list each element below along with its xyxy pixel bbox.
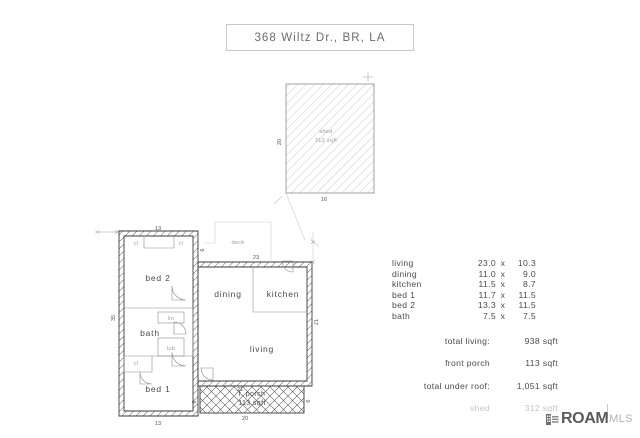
right-height-dim: 21 (314, 319, 320, 325)
left-height-dim: 35 (111, 315, 117, 321)
porch-top-dim: 21 (237, 387, 243, 393)
summary-value: 938 sqft (524, 335, 558, 346)
shed-area-label: 312 sqft (315, 138, 337, 144)
table-row: kitchen 11.5 x 8.7 (392, 279, 562, 290)
shed-width-dim: 16 (321, 197, 327, 203)
door-swings (139, 260, 294, 385)
table-row: bath 7.5 x 7.5 (392, 311, 562, 322)
room-x-separator: x (500, 289, 506, 300)
room-dimensions-panel: living 23.0 x 10.3 dining 11.0 x 9.0 kit… (392, 258, 562, 414)
room-x-separator: x (500, 300, 506, 311)
plan-title-box: 368 Wiltz Dr., BR, LA (226, 24, 414, 51)
summary-value: 113 sqft (525, 358, 558, 369)
porch-label: f. porch (239, 391, 266, 398)
porch-left-dim: 6 (192, 400, 198, 403)
spacer (392, 391, 562, 403)
summary-label: shed (469, 403, 490, 414)
room-name: bed 1 (392, 289, 416, 300)
fixture-label-closet-1: cl (134, 241, 139, 247)
summary-value: 312 sqft (524, 403, 558, 414)
shed-height-dim: 20 (277, 139, 283, 145)
summary-row-total-under-roof: total under roof: 1,051 sqft (392, 381, 562, 392)
summary-row-front-porch: front porch 113 sqft (392, 358, 562, 369)
room-width: 11.7 (478, 289, 496, 300)
room-height: 8.7 (523, 279, 536, 290)
room-height: 11.5 (518, 289, 536, 300)
room-width: 23.0 (477, 258, 496, 268)
porch-area-label: 113 sqft (238, 400, 266, 407)
room-width: 11.5 (478, 279, 496, 290)
room-x-separator: x (500, 310, 506, 321)
room-height: 10.3 (517, 258, 536, 268)
shed-outline: 20 16 shed 312 sqft (273, 72, 375, 205)
house-left-wing (118, 230, 199, 417)
table-row: living 23.0 x 10.3 (392, 258, 562, 269)
summary-label: front porch (445, 358, 490, 369)
page-title: 368 Wiltz Dr., BR, LA (254, 31, 386, 44)
room-name: living (392, 258, 414, 268)
spacer (392, 322, 562, 336)
summary-label: total living: (444, 335, 490, 346)
room-label-bed-2: bed 2 (145, 273, 170, 283)
grid-building-icon (546, 413, 559, 425)
room-width: 13.3 (477, 300, 496, 311)
fixture-label-closet-3: cl (134, 361, 139, 367)
room-x-separator: x (500, 258, 506, 268)
deck-dim: 23 (253, 255, 259, 261)
deck-outline: deck 23 (205, 221, 272, 262)
room-name: kitchen (392, 279, 422, 290)
room-height: 9.0 (523, 268, 536, 279)
logo-divider (607, 404, 608, 418)
room-width: 7.5 (483, 310, 496, 321)
dimension-lines: 13 13 35 21 6 (94, 226, 320, 427)
summary-row-shed: shed 312 sqft (392, 403, 562, 414)
bed2-top-dim: 13 (155, 226, 161, 232)
bed1-bottom-dim: 13 (155, 421, 161, 427)
room-label-bed-1: bed 1 (145, 384, 170, 394)
fixture-label-linen: lin (168, 316, 175, 322)
table-row: bed 1 11.7 x 11.5 (392, 290, 562, 301)
logo-primary-text: ROAM (561, 410, 609, 427)
room-label-living: living (250, 344, 274, 354)
summary-value: 1,051 sqft (516, 380, 558, 391)
porch-width-dim: 20 (242, 416, 248, 422)
front-porch: f. porch 113 sqft 21 20 6 6 (192, 385, 312, 422)
room-x-separator: x (500, 268, 506, 279)
room-label-dining: dining (214, 289, 242, 299)
room-x-separator: x (500, 279, 506, 290)
porch-side-dim: 6 (306, 399, 312, 402)
room-height: 7.5 (523, 310, 536, 321)
logo-secondary-text: MLS (609, 413, 633, 425)
room-width: 11.0 (478, 268, 496, 279)
summary-label: total under roof: (423, 380, 490, 391)
fixture-label-closet-2: cl (179, 241, 184, 247)
room-label-kitchen: kitchen (267, 289, 300, 299)
deck-side-dim: 6 (200, 248, 206, 251)
room-name: bath (392, 310, 411, 321)
spacer (392, 369, 562, 381)
summary-row-total-living: total living: 938 sqft (392, 336, 562, 347)
roam-mls-logo: ROAM MLS (546, 410, 633, 427)
room-label-bath: bath (140, 328, 160, 338)
table-row: bed 2 13.3 x 11.5 (392, 300, 562, 311)
spacer (392, 346, 562, 358)
room-name: bed 2 (392, 300, 416, 311)
table-row: dining 11.0 x 9.0 (392, 269, 562, 280)
room-name: dining (392, 268, 418, 279)
room-height: 11.5 (518, 300, 536, 311)
interior-partitions (123, 236, 307, 373)
deck-label: deck (231, 240, 244, 246)
fixture-label-tub: tub (167, 346, 176, 352)
house-right-wing (197, 261, 313, 387)
shed-label: shed (319, 129, 332, 135)
